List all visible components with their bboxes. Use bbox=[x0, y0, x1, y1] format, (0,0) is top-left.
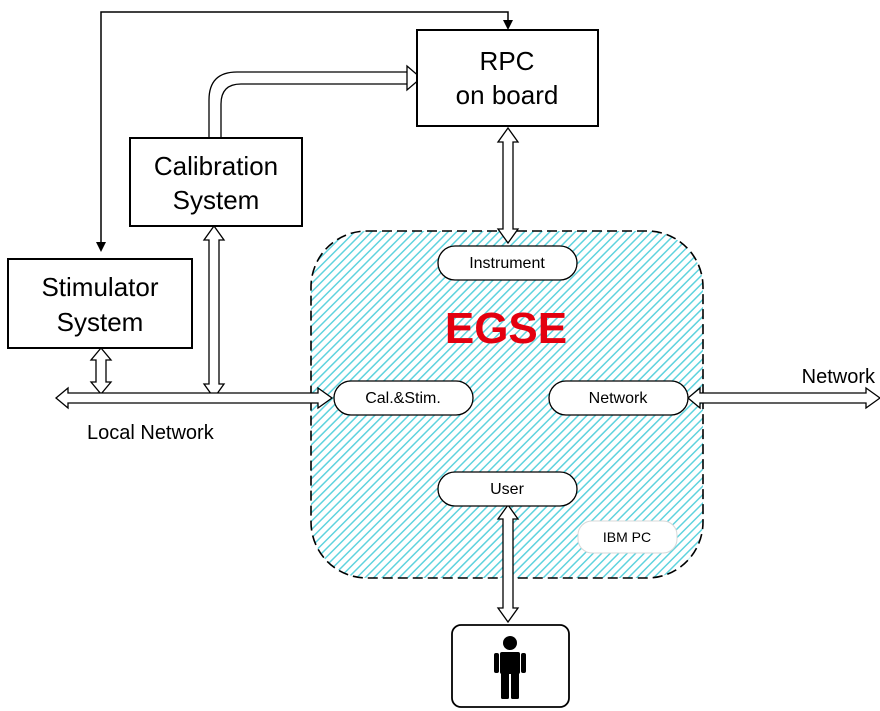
port-user: User bbox=[437, 471, 578, 507]
calibration-network-link bbox=[202, 224, 226, 400]
calibration-box: Calibration System bbox=[129, 137, 303, 227]
local-network-bus bbox=[54, 386, 334, 410]
host-tag: IBM PC bbox=[577, 520, 678, 554]
port-network-label: Network bbox=[589, 390, 649, 407]
port-user-label: User bbox=[490, 481, 524, 498]
port-instrument: Instrument bbox=[437, 245, 578, 281]
stimulator-box: Stimulator System bbox=[7, 258, 193, 349]
port-cal-stim-label: Cal.&Stim. bbox=[365, 390, 441, 407]
operator-box bbox=[451, 624, 570, 708]
stimulator-title: Stimulator bbox=[41, 272, 158, 302]
calibration-subtitle: System bbox=[173, 185, 260, 215]
rpc-box: RPC on board bbox=[416, 29, 599, 127]
external-network-label: Network bbox=[802, 366, 876, 388]
port-cal-stim: Cal.&Stim. bbox=[333, 380, 474, 416]
signal-lines bbox=[96, 11, 513, 252]
rpc-subtitle: on board bbox=[456, 80, 559, 110]
port-network: Network bbox=[548, 380, 689, 416]
egse-label: EGSE bbox=[445, 304, 567, 353]
external-network-link bbox=[686, 386, 880, 410]
stimulator-network-link bbox=[89, 346, 113, 396]
user-person-link bbox=[496, 503, 520, 624]
stimulator-subtitle: System bbox=[57, 307, 144, 337]
local-network-label: Local Network bbox=[87, 422, 215, 444]
calibration-to-rpc-link bbox=[208, 64, 422, 138]
person-icon bbox=[494, 636, 526, 699]
host-label: IBM PC bbox=[603, 529, 651, 545]
calibration-title: Calibration bbox=[154, 151, 278, 181]
port-instrument-label: Instrument bbox=[469, 255, 545, 272]
rpc-title: RPC bbox=[480, 46, 535, 76]
rpc-instrument-link bbox=[496, 126, 520, 245]
